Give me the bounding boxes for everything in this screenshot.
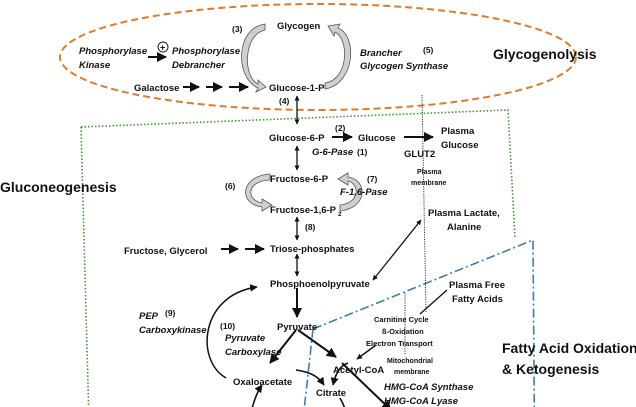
pepck-label-2: Carboxykinase [139,325,207,336]
step-4: (4) [279,96,290,106]
step-1: (1) [357,147,368,157]
cycle-arrow-5 [324,23,352,90]
hmg-coa-lyase-label: HMG-CoA Lyase [384,396,459,407]
gluconeogenesis-region-border [80,109,516,239]
step-7: (7) [367,174,378,184]
plus-circle-icon [157,41,169,53]
fructose-16-p2-label: Fructose-1,6-P [270,205,337,216]
phosphorylase-kinase-label-2: Kinase [79,60,111,71]
oxaloacetate-label: Oxaloacetate [233,377,292,388]
fructose-6-p-label: Fructose-6-P [270,174,329,185]
step-10: (10) [220,321,235,331]
mito-membrane-label-2: membrane [394,369,430,376]
carnitine-cycle-label: Carnitine Cycle [374,315,429,324]
step-6: (6) [225,181,236,191]
glycogen-synthase-label: Glycogen Synthase [360,61,449,72]
glycogenolysis-region-border [59,3,577,111]
triose-phosphates-label: Triose-phosphates [270,244,354,255]
phosphorylase-debrancher-label-2: Debrancher [172,60,226,71]
fao-label-line2: & Ketogenesis [502,361,599,377]
glucose-6-p-label: Glucose-6-P [269,133,325,144]
plasma-membrane-label-2: membrane [411,180,447,187]
cycle-arrow-7 [337,172,363,212]
fructose-glycerol-label: Fructose, Glycerol [124,246,207,257]
fructose-16-p2-subscript: 2 [338,211,342,218]
phosphorylase-kinase-label-1: Phosphorylase [79,46,148,57]
plasma-lactate-label-2: Alanine [447,222,481,233]
acetyl-coa-label: Acetyl-CoA [333,365,384,376]
cycle-arrow-6 [245,173,273,212]
cycle-arrow-3 [241,23,267,93]
line-ffa-carnitine [419,289,448,315]
mito-membrane-label-1: Mitochondrial [387,358,433,365]
g6pase-label: G-6-Pase [312,147,354,158]
step-2: (2) [335,123,346,133]
arrow-acetylcoa-citrate [330,362,349,386]
beta-oxidation-label: ß-Oxidation [382,327,424,336]
step-8: (8) [305,222,316,232]
arrow-step-9-pepck [206,284,258,379]
gluconeogenesis-label: Gluconeogenesis [0,179,117,195]
electron-transport-label: Electron Transport [366,339,433,348]
plasma-membrane-label-1: Plasma [417,169,442,176]
pyruvate-label: Pyruvate [277,322,317,333]
galactose-label: Galactose [134,83,179,94]
tca-arrow-to-oaa [251,384,263,407]
fao-region-border-2 [303,328,314,407]
plasma-glucose-label-1: Plasma [441,126,475,137]
plasma-ffa-label-1: Plasma Free [449,280,505,291]
arrow-pyruvate-acetylcoa [297,329,337,358]
arrow-pyruvate-oaa [269,329,297,364]
glycogenolysis-label: Glycogenolysis [493,46,597,62]
plasma-ffa-label-2: Fatty Acids [452,294,503,305]
plasma-membrane-line [421,94,427,313]
arrow-ketogenesis [341,362,392,407]
step-5: (5) [423,45,434,55]
plasma-glucose-label-2: Glucose [441,140,479,151]
glut2-label: GLUT2 [404,149,435,160]
pyruvate-carboxylase-label-2: Carboxylase [225,347,282,358]
fao-label-line1: Fatty Acid Oxidation [502,340,636,356]
glucose-1-p-label: Glucose-1-P [269,83,325,94]
pep-label: Phosphoenolpyruvate [270,279,370,290]
hmg-coa-synthase-label: HMG-CoA Synthase [384,382,474,393]
brancher-label: Brancher [360,48,403,59]
phosphorylase-debrancher-label-1: Phosphorylase [172,46,241,57]
gluconeogenesis-region-border-bottom [80,126,90,407]
arrow-lactate-pep [372,219,422,281]
glucose-label: Glucose [358,133,396,144]
arrow-betaox-acetylcoa [356,344,377,360]
step-9: (9) [165,308,176,318]
tca-arrow-citrate [339,397,346,407]
arrow-oaa-citrate [295,369,325,386]
plasma-lactate-label-1: Plasma Lactate, [428,208,500,219]
f16pase-label: F-1,6-Pase [340,187,388,198]
pepck-label-1: PEP [139,311,159,322]
plus-sign: + [160,43,165,53]
glycogen-label: Glycogen [277,21,320,32]
citrate-label: Citrate [316,388,346,399]
gluconeogenesis-region-border [82,128,90,407]
pyruvate-carboxylase-label-1: Pyruvate [225,333,266,344]
step-3: (3) [232,24,243,34]
